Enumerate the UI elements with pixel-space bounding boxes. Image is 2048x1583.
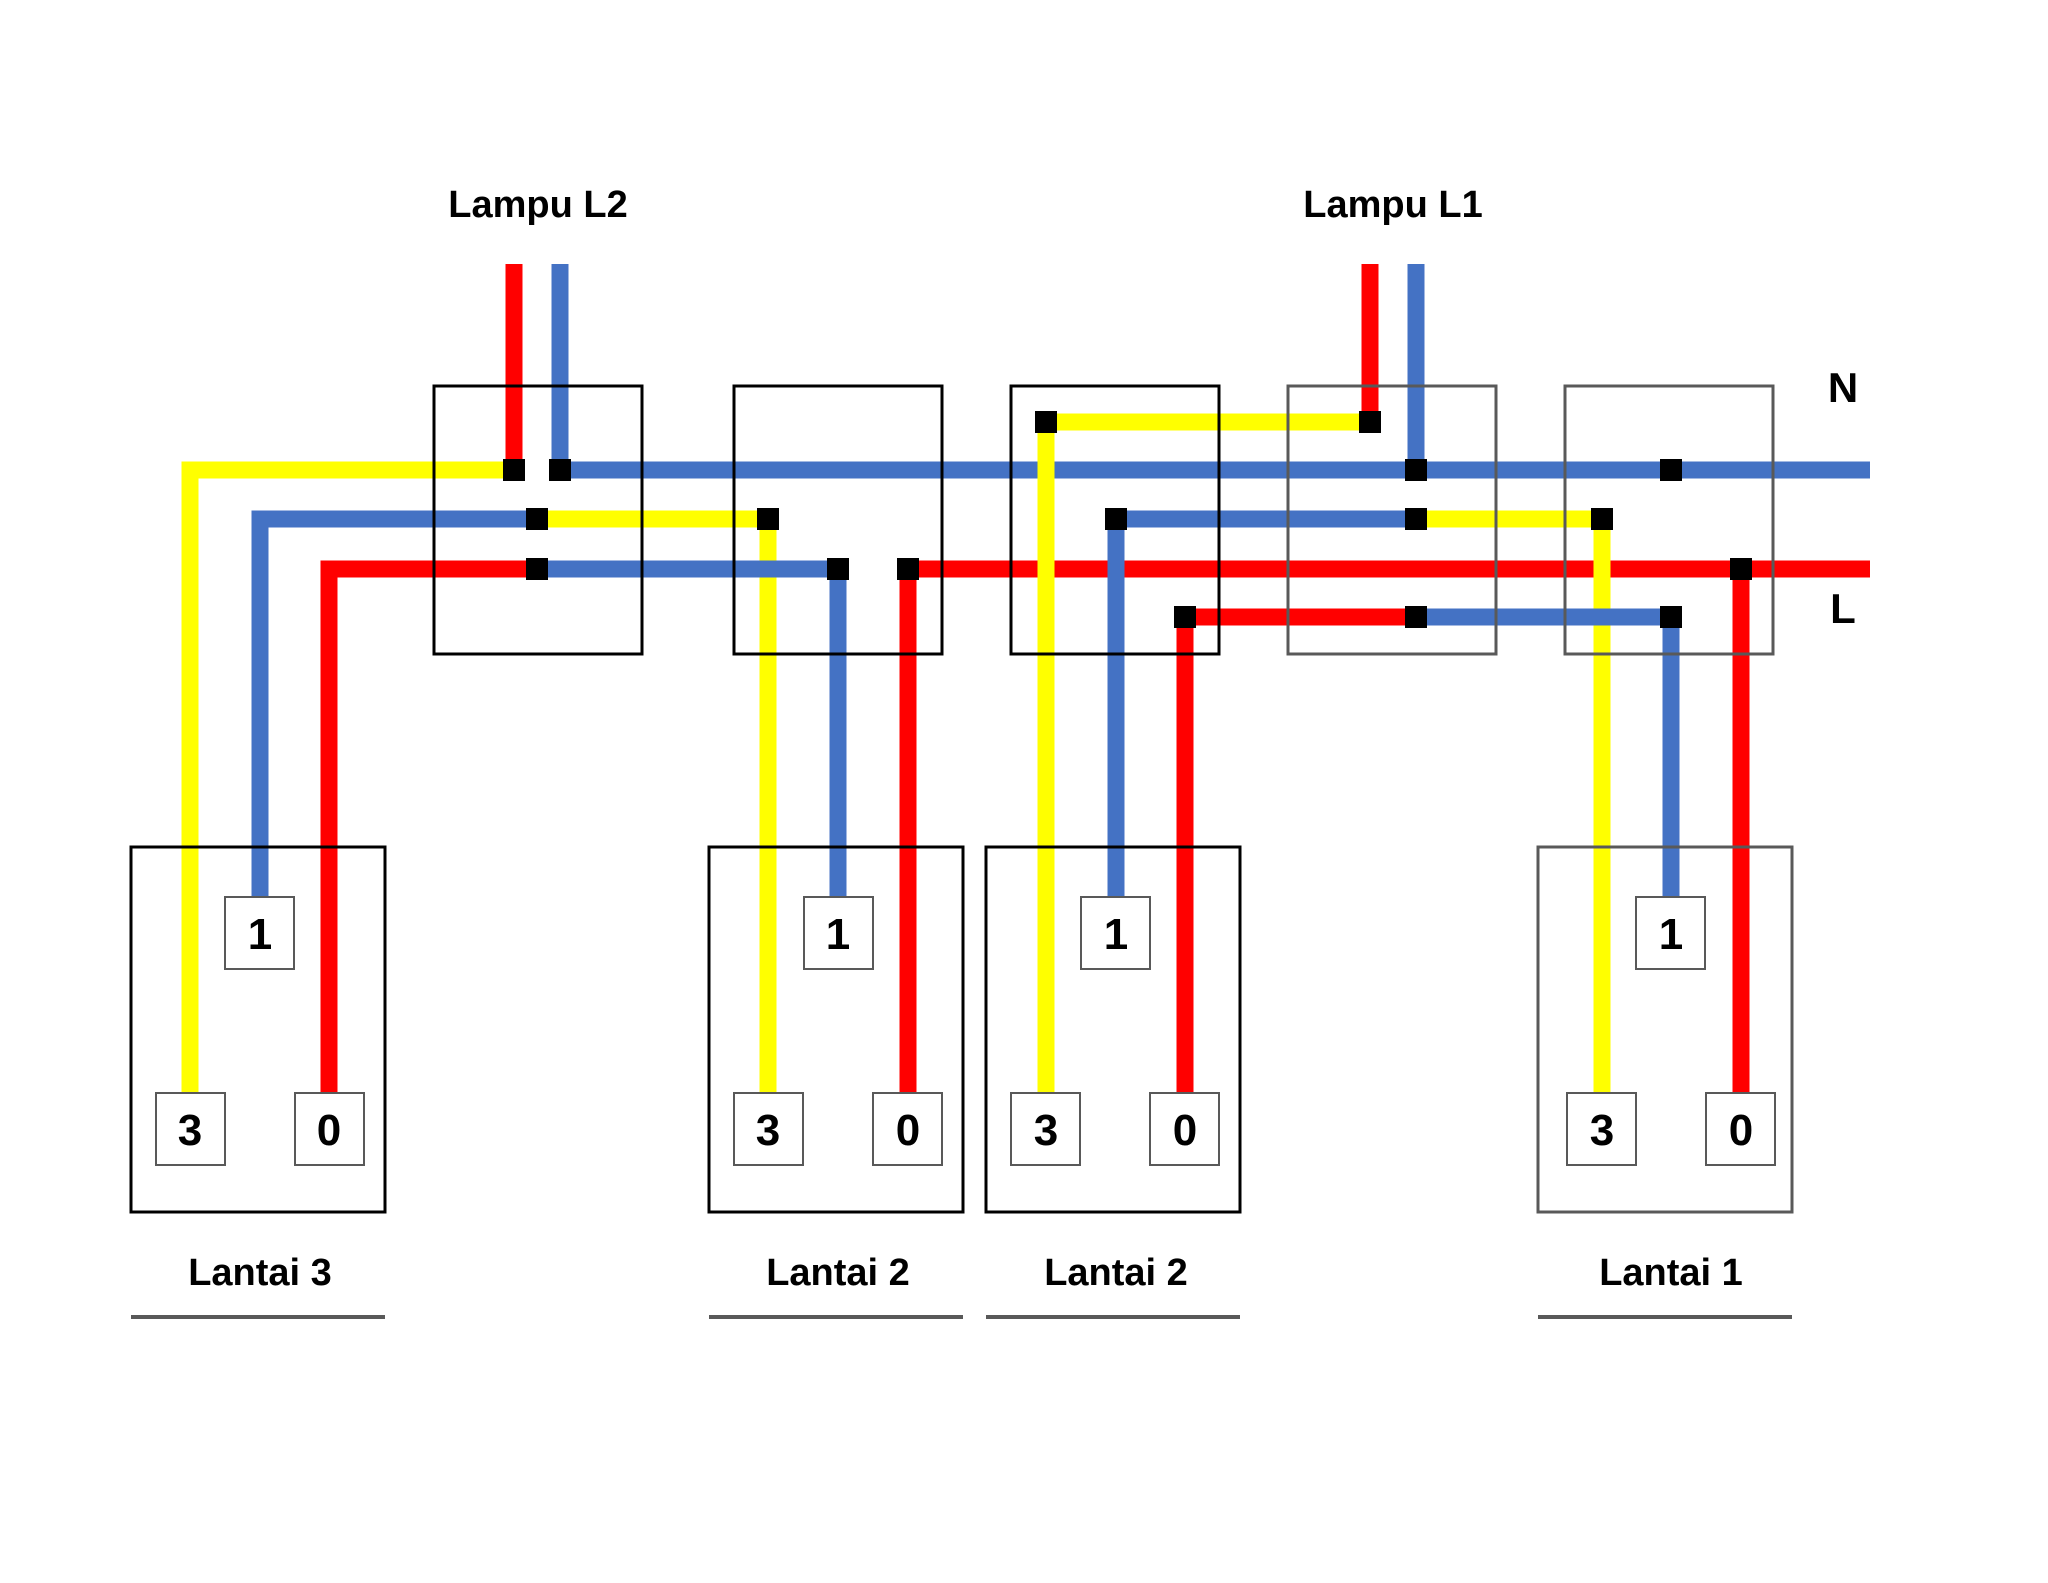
- terminal-0-label: 0: [317, 1106, 341, 1155]
- floor-underline: [131, 1315, 385, 1319]
- junction-box-5: [1563, 384, 1775, 656]
- junction-point: [549, 459, 571, 481]
- neutral-bus-label: N: [1828, 364, 1858, 411]
- junction-point: [1405, 459, 1427, 481]
- floor-label-lantai3: Lantai 3: [188, 1252, 332, 1294]
- junction-point: [1591, 508, 1613, 530]
- floor-underline: [986, 1315, 1240, 1319]
- junction-point: [503, 459, 525, 481]
- terminal-3-box: [1010, 1092, 1081, 1166]
- lamp-l2-label: Lampu L2: [448, 184, 627, 226]
- junction-box-3: [1009, 384, 1221, 656]
- terminal-1-box: [1635, 896, 1706, 970]
- lantai3-red-wire: [320, 560, 537, 1093]
- lantai3-blue-wire: [251, 510, 537, 897]
- floor-label-lantai2a: Lantai 2: [766, 1252, 910, 1294]
- terminal-1-label: 1: [248, 910, 272, 959]
- terminal-0-box: [1705, 1092, 1776, 1166]
- floor-underline: [709, 1315, 963, 1319]
- terminal-3-label: 3: [1034, 1106, 1058, 1155]
- terminal-1-label: 1: [1659, 910, 1683, 959]
- junction-point: [827, 558, 849, 580]
- switch-box-lantai1: [1536, 845, 1794, 1214]
- terminal-3-label: 3: [756, 1106, 780, 1155]
- terminal-0-box: [294, 1092, 365, 1166]
- terminal-1-box: [803, 896, 874, 970]
- lantai2b-red-wire: [1176, 608, 1416, 1093]
- terminal-0-box: [872, 1092, 943, 1166]
- junction-point: [526, 508, 548, 530]
- terminal-3-box: [155, 1092, 226, 1166]
- line-bus-label: L: [1830, 585, 1856, 632]
- floor-label-lantai1: Lantai 1: [1599, 1252, 1743, 1294]
- floor-underline: [1538, 1315, 1792, 1319]
- junction-box-2: [732, 384, 944, 656]
- terminal-1-label: 1: [1104, 910, 1128, 959]
- switch-box-lantai3: [129, 845, 387, 1214]
- junction-point: [526, 558, 548, 580]
- junction-point: [897, 558, 919, 580]
- terminal-1-box: [224, 896, 295, 970]
- switch-box-lantai2b: [984, 845, 1242, 1214]
- junction-box-l2: [432, 384, 644, 656]
- junction-point: [1359, 411, 1381, 433]
- junction-point: [1660, 459, 1682, 481]
- junction-point: [1730, 558, 1752, 580]
- terminal-0-label: 0: [1729, 1106, 1753, 1155]
- jb4-blue-link-wire: [1416, 608, 1680, 897]
- terminal-3-box: [733, 1092, 804, 1166]
- floor-label-lantai2b: Lantai 2: [1044, 1252, 1188, 1294]
- junction-point: [1174, 606, 1196, 628]
- terminal-3-label: 3: [1590, 1106, 1614, 1155]
- terminal-0-box: [1149, 1092, 1220, 1166]
- junction-point: [1405, 606, 1427, 628]
- junction-point: [1105, 508, 1127, 530]
- junction-box-l1: [1286, 384, 1498, 656]
- junction-point: [1660, 606, 1682, 628]
- terminal-0-label: 0: [1173, 1106, 1197, 1155]
- terminal-1-label: 1: [826, 910, 850, 959]
- junction-point: [1405, 508, 1427, 530]
- terminal-1-box: [1080, 896, 1151, 970]
- terminal-3-label: 3: [178, 1106, 202, 1155]
- terminal-0-label: 0: [896, 1106, 920, 1155]
- jb4-yellow-link-wire: [1416, 510, 1611, 1093]
- junction-point: [1035, 411, 1057, 433]
- junction-point: [757, 508, 779, 530]
- switch-box-lantai2a: [707, 845, 965, 1214]
- terminal-3-box: [1566, 1092, 1637, 1166]
- lamp-l1-label: Lampu L1: [1303, 184, 1482, 226]
- lantai3-yellow-wire: [181, 461, 514, 1093]
